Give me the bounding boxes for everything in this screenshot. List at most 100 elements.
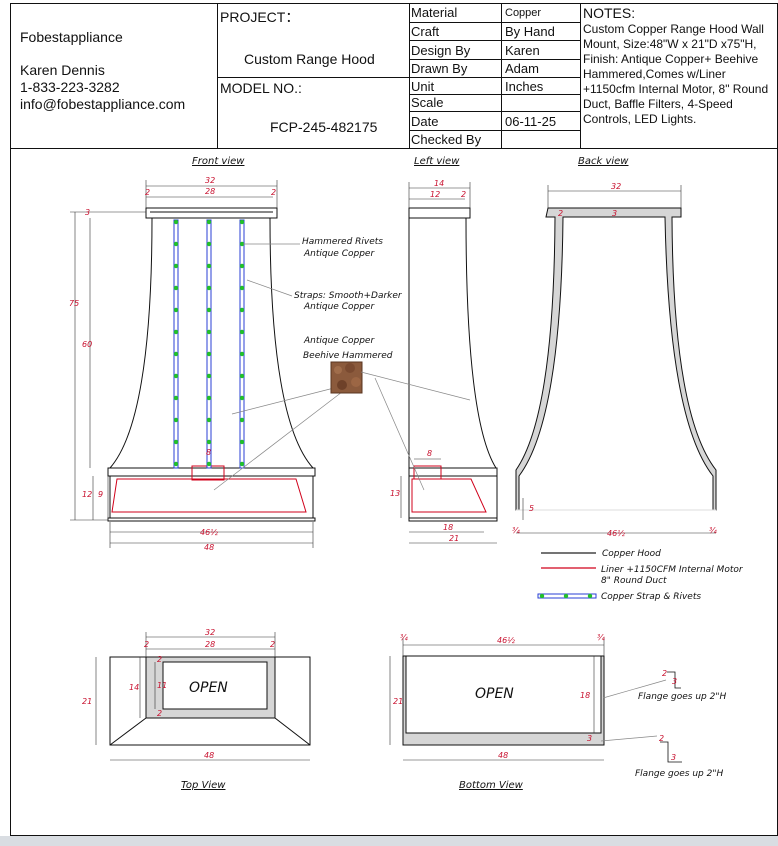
legend-liner-label: Liner +1150CFM Internal Motor [601, 565, 744, 575]
dim-flange-1-b: 3 [672, 677, 677, 686]
front-view: Front view [69, 156, 403, 552]
dim-top-w: 32 [205, 628, 215, 637]
rivet [173, 439, 179, 445]
dim-bot-lip: 3 [587, 734, 592, 743]
dim-back-flange: 5 [529, 504, 534, 513]
rivet [206, 241, 212, 247]
project-value: Custom Range Hood [244, 51, 375, 67]
rivet [173, 351, 179, 357]
bottom-open [405, 655, 602, 734]
rivet [239, 395, 245, 401]
back-shell [515, 207, 717, 511]
rivet [239, 241, 245, 247]
dim-top-open-d: 11 [157, 681, 167, 690]
rivet [206, 461, 212, 467]
rivet [206, 417, 212, 423]
callout-straps: Straps: Smooth+Darker [294, 291, 403, 301]
dim-front-w: 48 [204, 543, 214, 552]
legend-liner-label2: 8" Round Duct [601, 576, 667, 586]
left-liner [411, 478, 487, 513]
rivet [173, 241, 179, 247]
dim-front-base-h: 12 [82, 490, 92, 499]
spec-label-scale: Scale [411, 95, 444, 110]
phone: 1-833-223-3282 [20, 79, 120, 95]
dim-front-base-w: 46½ [200, 528, 218, 537]
back-view: Back view 32 2 3 5 ¾ ¾ 46½ [512, 156, 717, 538]
rivet [206, 285, 212, 291]
dim-back-edge-left: ¾ [512, 526, 520, 535]
rivet [173, 461, 179, 467]
dim-front-inner: 28 [205, 187, 215, 196]
spec-label-material: Material [411, 5, 458, 20]
bottom-view: OPEN ¾ ¾ 46½ 21 18 3 48 Bottom View 2 3 … [389, 633, 726, 791]
left-duct [413, 465, 442, 480]
top-open [162, 661, 268, 710]
rivet [173, 307, 179, 313]
rivet [239, 219, 245, 225]
model-value: FCP-245-482175 [270, 119, 378, 135]
rivet [206, 329, 212, 335]
dim-front-top: 32 [205, 176, 215, 185]
rivet [173, 285, 179, 291]
rivet [239, 417, 245, 423]
dim-front-side-left: 2 [145, 188, 150, 197]
dim-bot-bw: 48 [498, 751, 508, 760]
dim-front-duct: 8 [206, 448, 211, 457]
notes-label: NOTES: [583, 5, 636, 21]
left-crown [408, 207, 471, 219]
contact-name: Karen Dennis [20, 62, 105, 78]
rivet [239, 285, 245, 291]
top-view-title: Top View [181, 780, 226, 791]
rivet [173, 263, 179, 269]
dim-flange-2-b: 3 [671, 753, 676, 762]
spec-label-design: Design By [411, 43, 471, 58]
rivet [173, 329, 179, 335]
dim-back-wall: 2 [558, 209, 563, 218]
dim-flange-1-a: 2 [662, 669, 667, 678]
spec-label-drawn: Drawn By [411, 61, 468, 76]
dim-bot-in-d: 18 [580, 691, 590, 700]
dim-top-gap-bottom: 2 [157, 709, 162, 718]
dim-top-side-left: 2 [144, 640, 149, 649]
dim-left-inner: 12 [430, 190, 440, 199]
legend-hood-label: Copper Hood [602, 549, 661, 559]
dim-front-base-inner: 9 [98, 490, 103, 499]
dim-left-side: 2 [461, 190, 466, 199]
flange-label-1: Flange goes up 2"H [638, 692, 726, 702]
dim-left-top: 14 [434, 179, 444, 188]
rivet [239, 351, 245, 357]
spec-label-date: Date [411, 114, 439, 129]
dim-front-crown: 3 [85, 208, 90, 217]
dim-front-total-h: 75 [69, 299, 79, 308]
spec-value-design: Karen [505, 43, 540, 58]
spec-label-craft: Craft [411, 24, 440, 39]
dim-bot-w: 46½ [497, 636, 515, 645]
callout-rivets: Hammered Rivets [302, 237, 383, 247]
dim-top-inner-d: 14 [129, 683, 139, 692]
front-view-title: Front view [192, 156, 245, 167]
rivet [239, 329, 245, 335]
front-band [107, 467, 316, 477]
dim-back-crown: 3 [612, 209, 617, 218]
dim-flange-2-a: 2 [659, 734, 664, 743]
flange-label-2: Flange goes up 2"H [635, 769, 723, 779]
company-name: Fobestappliance [20, 29, 123, 45]
dim-back-w: 46½ [607, 529, 625, 538]
rivet [206, 351, 212, 357]
dim-bot-d: 21 [393, 697, 403, 706]
dim-back-edge-right: ¾ [709, 526, 717, 535]
email[interactable]: info@fobestappliance.com [20, 96, 186, 112]
rivet [239, 373, 245, 379]
rivet [173, 373, 179, 379]
dim-left-duct: 8 [427, 449, 432, 458]
dim-top-side-right: 2 [270, 640, 275, 649]
spec-value-unit: Inches [505, 79, 544, 94]
dim-left-base: 18 [443, 523, 453, 532]
rivet [206, 307, 212, 313]
dim-top-bw: 48 [204, 751, 214, 760]
dim-front-body-h: 60 [82, 340, 92, 349]
flange-detail-1 [667, 671, 681, 689]
callout-finish-sub: Beehive Hammered [303, 351, 393, 361]
rivet [239, 307, 245, 313]
